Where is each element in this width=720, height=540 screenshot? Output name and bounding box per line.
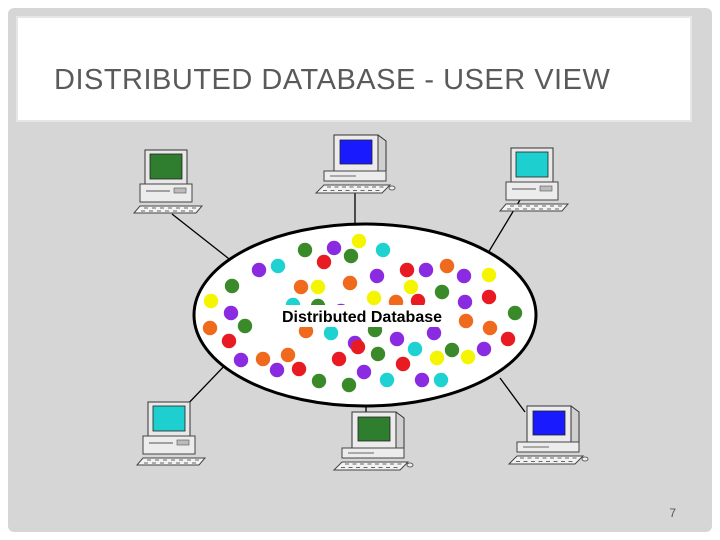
data-dot [414,372,430,388]
page-number: 7 [669,506,676,520]
center-label-box [269,305,454,327]
data-dot [270,258,286,274]
data-dot [482,320,498,336]
data-dot [500,331,516,347]
data-dot [202,320,218,336]
computer-bottom-right-icon [507,405,589,465]
data-dot [458,313,474,329]
data-dot [410,293,426,309]
data-dot [456,268,472,284]
data-dot [255,351,271,367]
data-dot [233,352,249,368]
data-dot [224,278,240,294]
data-dot [350,339,366,355]
data-dot [433,372,449,388]
data-dot [375,242,391,258]
data-dot [316,254,332,270]
data-dot [356,364,372,380]
slide-title: DISTRIBUTED DATABASE - USER VIEW [54,64,611,96]
data-dot [434,284,450,300]
data-dot [269,362,285,378]
data-dot [310,279,326,295]
data-dot [311,373,327,389]
data-dot [366,290,382,306]
data-dot [331,351,347,367]
data-dot [418,262,434,278]
data-dot [460,349,476,365]
data-dot [203,293,219,309]
data-dot [395,356,411,372]
data-dot [370,346,386,362]
data-dot [426,325,442,341]
connector-bottom-right [499,377,526,413]
data-dot [223,305,239,321]
data-dot [280,347,296,363]
computer-top-left-icon [132,149,204,214]
computer-top-center-icon [314,134,396,194]
data-dot [481,289,497,305]
data-dot [221,333,237,349]
connector-top-left [171,213,234,263]
data-dot [429,350,445,366]
data-dot [298,323,314,339]
data-dot [369,268,385,284]
data-dot [251,262,267,278]
data-dot [439,258,455,274]
data-dot [389,331,405,347]
data-dot [403,279,419,295]
computer-bottom-left-icon [135,401,207,466]
computers [132,134,589,471]
computer-top-right-icon [498,147,570,212]
data-dot [323,325,339,341]
data-dot [481,267,497,283]
data-dot [351,233,367,249]
data-dot [341,377,357,393]
data-dot [342,275,358,291]
center-label: Distributed Database [282,309,442,326]
data-dot [297,242,313,258]
data-dot [379,372,395,388]
data-dot [476,341,492,357]
data-dot [444,342,460,358]
data-dot [237,318,253,334]
title-box: DISTRIBUTED DATABASE - USER VIEW [16,16,692,122]
data-dot [291,361,307,377]
data-dot [399,262,415,278]
data-dot [507,305,523,321]
data-dot [343,248,359,264]
computer-bottom-center-icon [332,411,414,471]
data-dot [293,279,309,295]
data-dot [457,294,473,310]
data-dot [407,341,423,357]
data-dot [326,240,342,256]
